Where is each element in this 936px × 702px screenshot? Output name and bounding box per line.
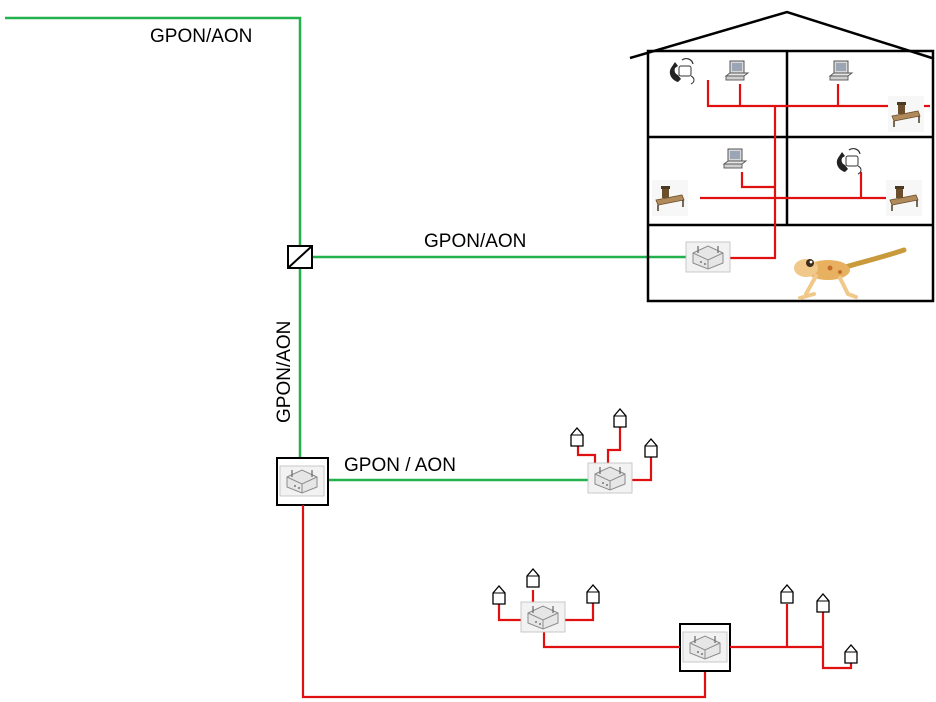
house-switch-icon — [686, 242, 730, 272]
gecko-mascot — [794, 250, 904, 298]
antenna-endpoint-icon — [817, 594, 829, 612]
network-switch-icon — [588, 463, 632, 493]
street-link-label: GPON / AON — [344, 455, 456, 476]
house-link-label: GPON/AON — [424, 231, 526, 252]
telephone-icon — [837, 149, 861, 174]
antenna-endpoint-icon — [587, 585, 599, 603]
antenna-endpoint-icon — [571, 428, 583, 446]
fiber-links — [5, 18, 690, 480]
street-cluster-2 — [493, 569, 680, 647]
antenna-endpoint-icon — [527, 569, 539, 587]
computer-icon — [726, 61, 748, 80]
telephone-icon — [670, 59, 694, 84]
splitter-icon — [288, 246, 312, 268]
lower-switch — [680, 624, 730, 671]
street-cluster-3 — [730, 585, 857, 668]
antenna-endpoint-icon — [493, 586, 505, 604]
office-desk-icon — [886, 180, 922, 216]
antenna-endpoint-icon — [645, 439, 657, 457]
fiber-feed-line — [5, 18, 300, 246]
antenna-endpoint-icon — [614, 409, 626, 427]
office-desk-icon — [652, 180, 688, 216]
vertical-link-label: GPON/AON — [274, 321, 295, 423]
top-link-label: GPON/AON — [150, 26, 252, 47]
antenna-endpoint-icon — [781, 585, 793, 603]
office-desk-icon — [888, 96, 924, 132]
antenna-endpoint-icon — [845, 645, 857, 663]
computer-icon — [830, 61, 852, 80]
computer-icon — [724, 149, 746, 168]
network-switch-icon — [521, 602, 565, 632]
distribution-switch — [277, 458, 328, 505]
